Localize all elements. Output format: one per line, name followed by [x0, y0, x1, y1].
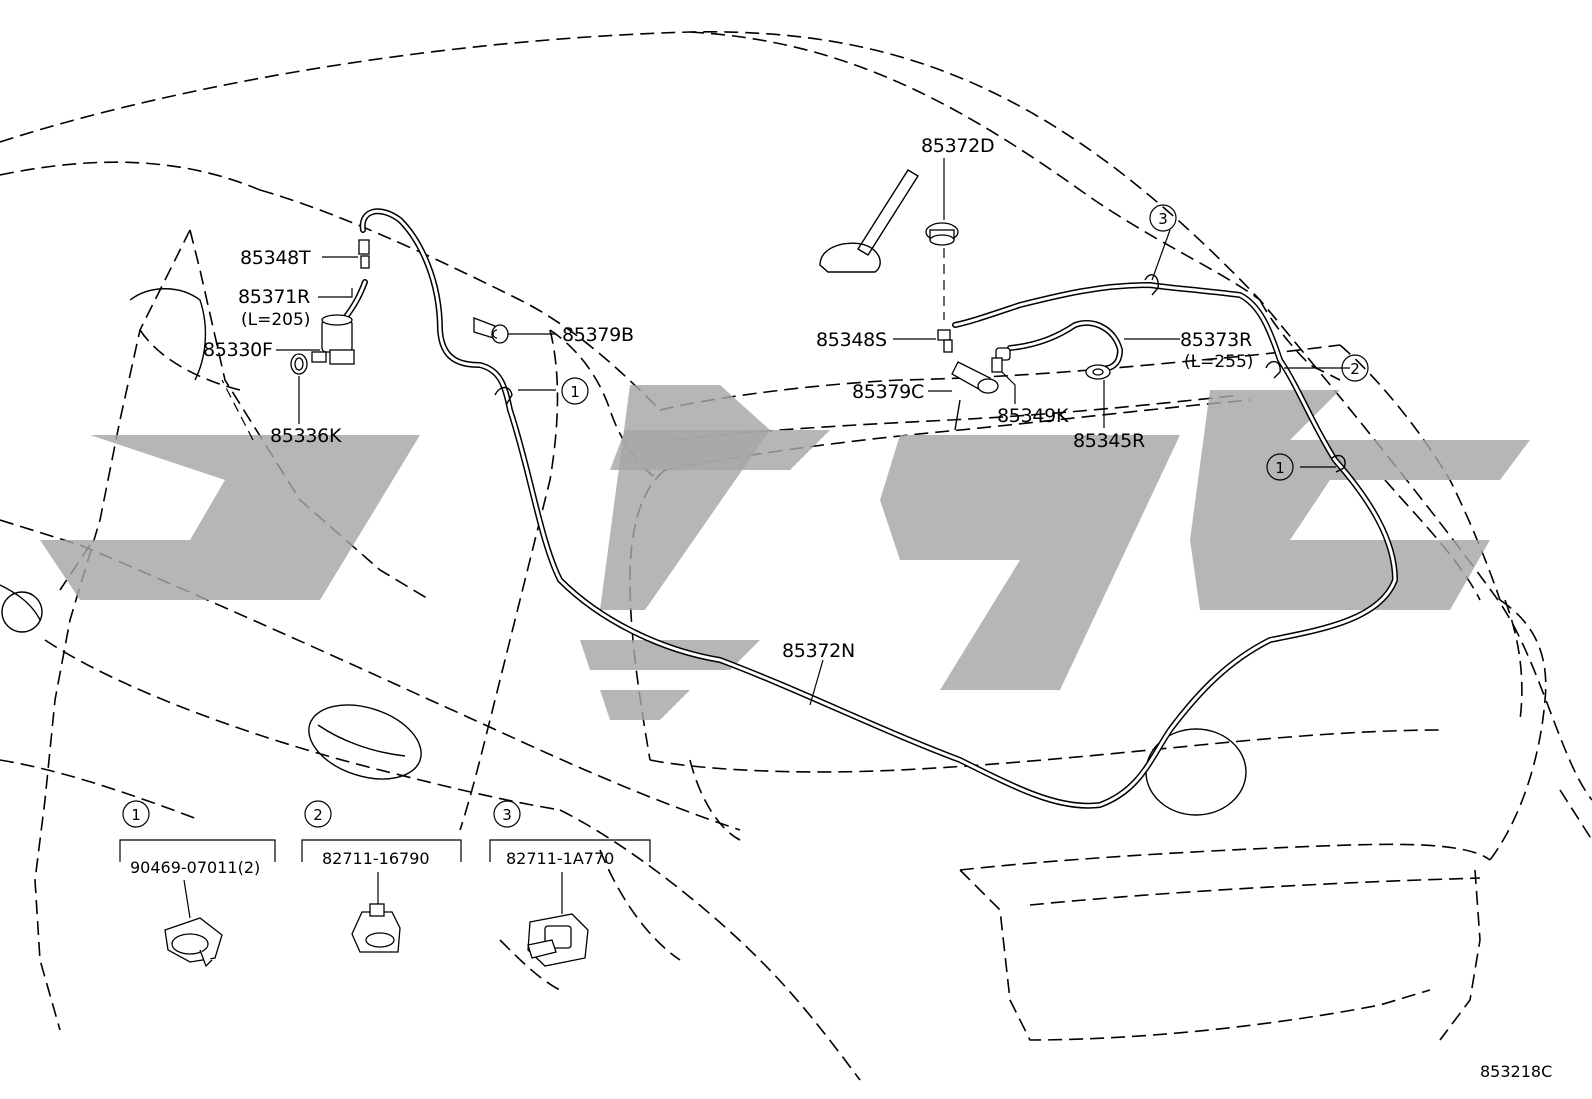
legend-part-number: 82711-16790 — [322, 849, 430, 868]
callout-85372N: 85372N — [782, 640, 855, 662]
callout-85371R: 85371R — [238, 286, 310, 308]
connector-85348T-icon — [358, 239, 370, 269]
grommet-85372D-icon — [925, 222, 959, 246]
svg-text:1: 1 — [1275, 459, 1285, 477]
callout-85379B: 85379B — [562, 324, 634, 346]
svg-text:2: 2 — [1350, 360, 1360, 378]
legend-item-2: 2 82711-16790 — [301, 800, 462, 953]
callout-labels: 85372D 85348T 85371R (L=205) 85330F 8533… — [203, 135, 1253, 662]
svg-text:3: 3 — [1158, 210, 1168, 228]
callout-85336K: 85336K — [270, 425, 342, 447]
clip-marker-3: 3 — [1149, 204, 1177, 232]
svg-text:1: 1 — [570, 383, 580, 401]
callout-85379C: 85379C — [852, 381, 924, 403]
legend-item-1: 1 90469-07011(2) — [119, 800, 276, 968]
antenna-body-detail — [819, 169, 919, 273]
washer-hose-85372N — [359, 208, 1398, 809]
nozzle-85379B-icon — [473, 317, 509, 344]
check-valve-85349K-icon — [991, 347, 1011, 373]
legend-item-3: 3 82711-1A770 — [489, 800, 651, 967]
washer-pump-85330F-icon — [311, 314, 355, 365]
legend-number: 3 — [502, 806, 512, 824]
hose-clips — [494, 274, 1346, 473]
clamp-85345R-icon — [1085, 364, 1111, 380]
callout-85373R: 85373R — [1180, 329, 1252, 351]
watermark-logo — [40, 385, 1530, 720]
washer-hose-85373R — [1007, 320, 1123, 372]
nozzle-85379C-icon — [951, 361, 999, 394]
washer-hose-85371R — [342, 279, 368, 321]
clip-marker-1-right: 1 — [1266, 453, 1294, 481]
clip-82711-1A770-icon — [527, 913, 589, 967]
leader-lines — [221, 158, 1350, 706]
clip-82711-16790-icon — [351, 903, 401, 953]
clip-90469-icon — [164, 917, 223, 968]
callout-85373R-length: (L=255) — [1184, 352, 1253, 372]
callout-85371R-length: (L=205) — [241, 310, 310, 330]
legend-number: 2 — [313, 806, 323, 824]
callout-85348T: 85348T — [240, 247, 311, 269]
clip-marker-1-left: 1 — [561, 377, 589, 405]
callout-85372D: 85372D — [921, 135, 994, 157]
figure-reference: 853218C — [1480, 1062, 1552, 1081]
callout-85349K: 85349K — [997, 405, 1069, 427]
legend-number: 1 — [131, 806, 141, 824]
grommet-85336K-icon — [290, 353, 308, 375]
connector-85348S-icon — [937, 329, 953, 353]
clip-marker-2: 2 — [1341, 354, 1369, 382]
legend-part-number: 82711-1A770 — [506, 849, 614, 868]
callout-85348S: 85348S — [816, 329, 887, 351]
callout-85345R: 85345R — [1073, 430, 1145, 452]
callout-85330F: 85330F — [203, 339, 273, 361]
legend-part-number: 90469-07011(2) — [130, 858, 260, 877]
